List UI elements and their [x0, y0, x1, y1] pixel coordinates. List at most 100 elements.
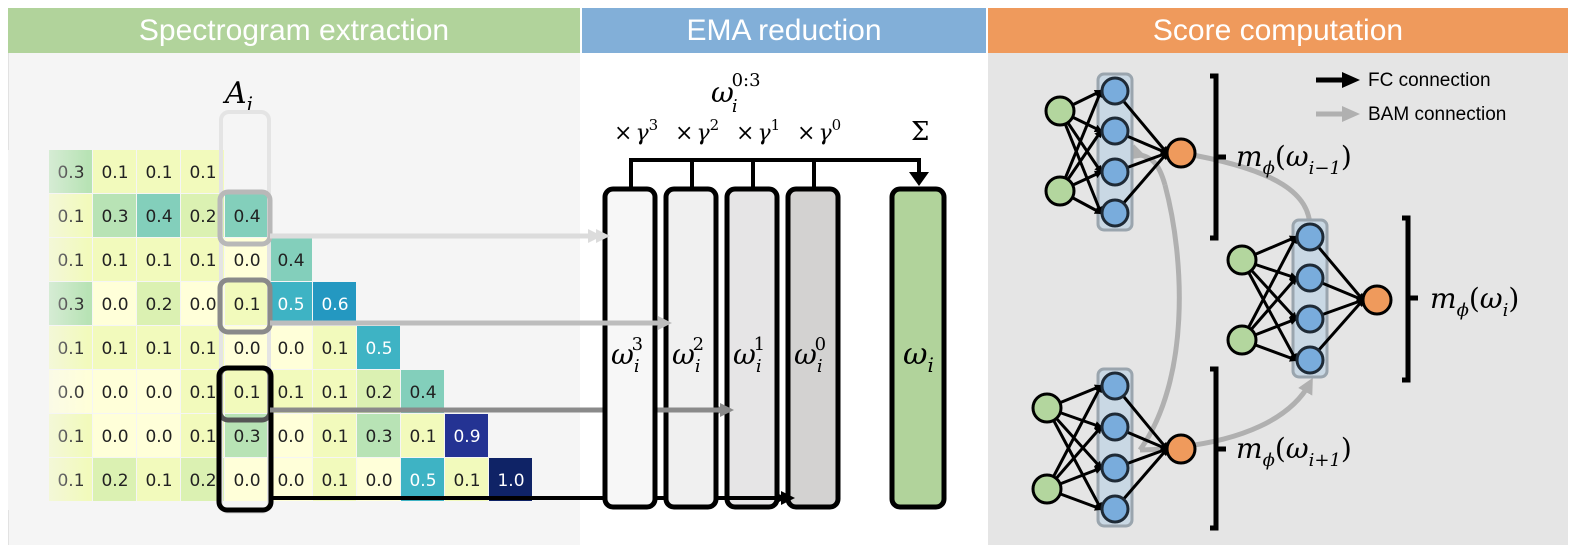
- heatmap-cell-value: 0.0: [365, 471, 392, 491]
- heatmap-cell: [225, 370, 268, 413]
- bam-curve-vertical: [1137, 184, 1182, 452]
- heatmap-cell: [137, 326, 180, 369]
- heatmap-cell-value: 0.5: [365, 339, 392, 359]
- hidden-node: [1100, 157, 1130, 187]
- heatmap-cell-value: 0.2: [365, 383, 392, 403]
- heatmap-cell-value: 0.0: [277, 339, 304, 359]
- hidden-node: [1100, 198, 1130, 228]
- sum-symbol: Σ: [911, 117, 929, 147]
- heatmap-cell: [357, 370, 400, 413]
- heatmap-cell: [93, 282, 136, 325]
- heatmap-cell: [93, 194, 136, 237]
- heatmap-cell-value: 0.2: [189, 471, 216, 491]
- heatmap-cell: [401, 414, 444, 457]
- heatmap-cell-value: 0.0: [101, 383, 128, 403]
- heatmap-cell-value: 0.0: [233, 339, 260, 359]
- heatmap-cell: [181, 326, 224, 369]
- heatmap-fade-overlay: [8, 150, 88, 510]
- hidden-layer-band: [1291, 218, 1329, 379]
- ema-bar-label: ωi1: [733, 334, 765, 377]
- heatmap-cell: [357, 326, 400, 369]
- arrow-head: [658, 316, 672, 330]
- heatmap-cell-value: 0.1: [277, 383, 304, 403]
- heatmap-cell: [93, 238, 136, 281]
- heatmap-cell: [225, 458, 268, 501]
- result-bar: [889, 186, 947, 510]
- heatmap-cell: [225, 194, 268, 237]
- heatmap-cell-value: 0.0: [233, 471, 260, 491]
- spectrogram-panel-title: Spectrogram extraction: [8, 8, 580, 53]
- heatmap-cell-value: 0.1: [189, 339, 216, 359]
- sum-arrow-head: [909, 172, 929, 186]
- heatmap-cell: [269, 458, 312, 501]
- ema-bar: [663, 186, 719, 510]
- ema-bar: [785, 186, 841, 510]
- network-curr: [1226, 218, 1393, 379]
- heatmap-cell: [313, 326, 356, 369]
- spectrogram-heatmap: 0.30.10.10.10.10.30.40.20.40.10.10.10.10…: [49, 150, 532, 501]
- selection-box-2: [217, 277, 273, 335]
- heatmap-cell-value: 0.2: [189, 207, 216, 227]
- ema-bar-label: ωi2: [672, 334, 704, 377]
- bam-curve-next-to-curr: [1179, 377, 1313, 450]
- heatmap-cell-value: 0.1: [321, 427, 348, 447]
- heatmap-cell-value: 0.1: [409, 427, 436, 447]
- heatmap-cell: [269, 326, 312, 369]
- heatmap-cell: [181, 238, 224, 281]
- arrow-head: [596, 229, 610, 243]
- hidden-node: [1295, 222, 1325, 252]
- fc-edge: [1240, 235, 1298, 341]
- heatmap-cell-value: 0.0: [145, 383, 172, 403]
- heatmap-cell-value: 0.1: [189, 427, 216, 447]
- hidden-layer-band: [1096, 72, 1134, 232]
- heatmap-cell: [269, 282, 312, 325]
- heatmap-cell: [93, 414, 136, 457]
- heatmap-cell: [313, 282, 356, 325]
- heatmap-cell-value: 0.3: [233, 427, 260, 447]
- arrow-head: [781, 491, 795, 505]
- heatmap-cell-value: 0.1: [145, 339, 172, 359]
- column-label: Ai: [222, 76, 253, 116]
- input-node: [1226, 324, 1258, 356]
- hidden-node: [1100, 76, 1130, 106]
- heatmap-cell: [313, 458, 356, 501]
- heatmap-cell-value: 0.1: [233, 295, 260, 315]
- heatmap-cell: [137, 414, 180, 457]
- heatmap-cell-value: 0.0: [189, 295, 216, 315]
- input-node: [1031, 392, 1063, 424]
- heatmap-cell-value: 0.9: [453, 427, 480, 447]
- heatmap-cell-value: 0.1: [189, 383, 216, 403]
- heatmap-cell: [445, 458, 488, 501]
- hidden-node: [1100, 412, 1130, 442]
- heatmap-cell: [313, 370, 356, 413]
- heatmap-cell-value: 0.1: [145, 163, 172, 183]
- heatmap-cell-value: 0.1: [145, 471, 172, 491]
- heatmap-cell-value: 0.5: [409, 471, 436, 491]
- heatmap-cell-value: 0.1: [145, 251, 172, 271]
- heatmap-cell: [137, 458, 180, 501]
- heatmap-cell-value: 0.0: [145, 427, 172, 447]
- heatmap-cell-value: 1.0: [497, 471, 524, 491]
- heatmap-cell-value: 0.1: [101, 339, 128, 359]
- ema-sum-connector: [629, 158, 921, 188]
- input-node: [1031, 473, 1063, 505]
- fc-edge: [1058, 89, 1103, 192]
- arrow-head: [720, 403, 734, 417]
- heatmap-cell-value: 0.4: [409, 383, 436, 403]
- network-next: [1031, 367, 1197, 528]
- heatmap-cell-value: 0.6: [321, 295, 348, 315]
- hidden-node: [1100, 453, 1130, 483]
- fc-edge: [1045, 384, 1103, 490]
- heatmap-cell-value: 0.4: [145, 207, 172, 227]
- ema-bar-label: ωi0: [794, 334, 826, 377]
- heatmap-cell-value: 0.1: [101, 163, 128, 183]
- output-node: [1165, 433, 1197, 465]
- ema-weight-label: ×γ1: [736, 116, 780, 146]
- heatmap-cell: [401, 458, 444, 501]
- ema-bar: [724, 186, 780, 510]
- legend-fc-label: FC connection: [1368, 70, 1491, 91]
- heatmap-cell-value: 0.1: [233, 383, 260, 403]
- bracket-curr: [1402, 215, 1418, 383]
